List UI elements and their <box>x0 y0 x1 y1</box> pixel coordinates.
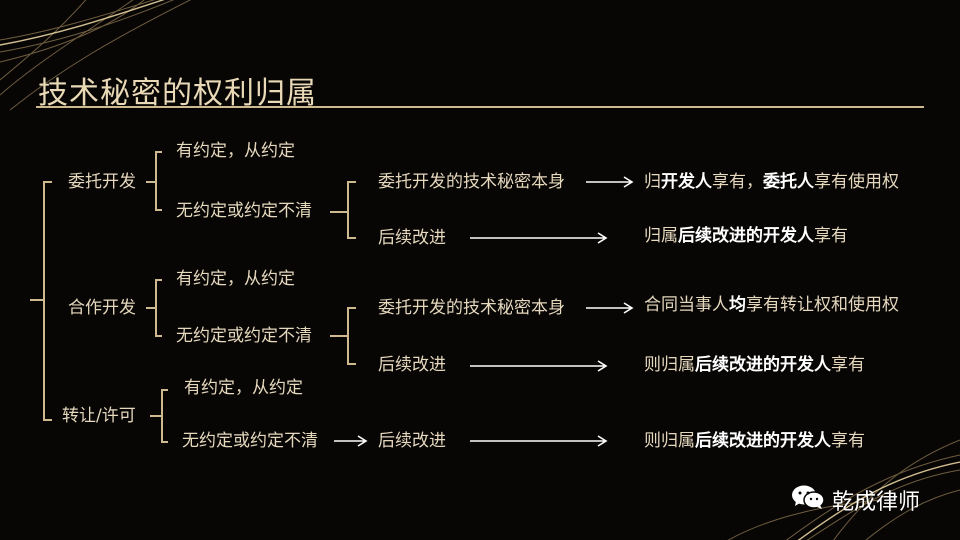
result-commission-follow: 归属后续改进的开发人享有 <box>644 226 848 246</box>
cooperation-unclear: 无约定或约定不清 <box>176 326 312 346</box>
arrow-coop-follow <box>470 360 608 372</box>
bracket-cooperation <box>155 279 162 337</box>
commission-unclear: 无约定或约定不清 <box>176 201 312 221</box>
arrow-transfer-unclear <box>334 435 368 447</box>
bracket-commission <box>155 151 162 211</box>
result-cooperation-follow: 则归属后续改进的开发人享有 <box>644 355 865 375</box>
arrow-commission-follow <box>470 232 608 244</box>
commission-agreed: 有约定，从约定 <box>176 141 295 161</box>
title-divider <box>36 106 924 108</box>
category-transfer: 转让/许可 <box>62 406 136 426</box>
result-cooperation-secret: 合同当事人均享有转让权和使用权 <box>644 295 899 315</box>
bracket-commission-unclear <box>347 181 356 239</box>
result-transfer-follow: 则归属后续改进的开发人享有 <box>644 431 865 451</box>
transfer-unclear: 无约定或约定不清 <box>182 431 318 451</box>
cooperation-follow-item: 后续改进 <box>378 355 446 375</box>
cooperation-secret-item: 委托开发的技术秘密本身 <box>378 298 565 318</box>
category-cooperation: 合作开发 <box>68 298 136 318</box>
commission-secret-item: 委托开发的技术秘密本身 <box>378 172 565 192</box>
cooperation-agreed: 有约定，从约定 <box>176 269 295 289</box>
bracket-transfer <box>161 389 168 443</box>
main-bracket <box>43 181 52 421</box>
commission-follow-item: 后续改进 <box>378 228 446 248</box>
arrow-commission-secret <box>586 176 634 188</box>
brand-name: 乾成律师 <box>832 490 921 515</box>
wechat-icon <box>792 485 825 509</box>
arrow-transfer-follow <box>470 435 608 447</box>
result-commission-secret: 归开发人享有，委托人享有使用权 <box>644 172 899 192</box>
transfer-follow-item: 后续改进 <box>378 431 446 451</box>
slide-title: 技术秘密的权利归属 <box>38 76 317 111</box>
transfer-agreed: 有约定，从约定 <box>184 378 303 398</box>
bracket-cooperation-unclear <box>347 307 356 365</box>
category-commission: 委托开发 <box>68 172 136 192</box>
arrow-coop-secret <box>586 302 634 314</box>
